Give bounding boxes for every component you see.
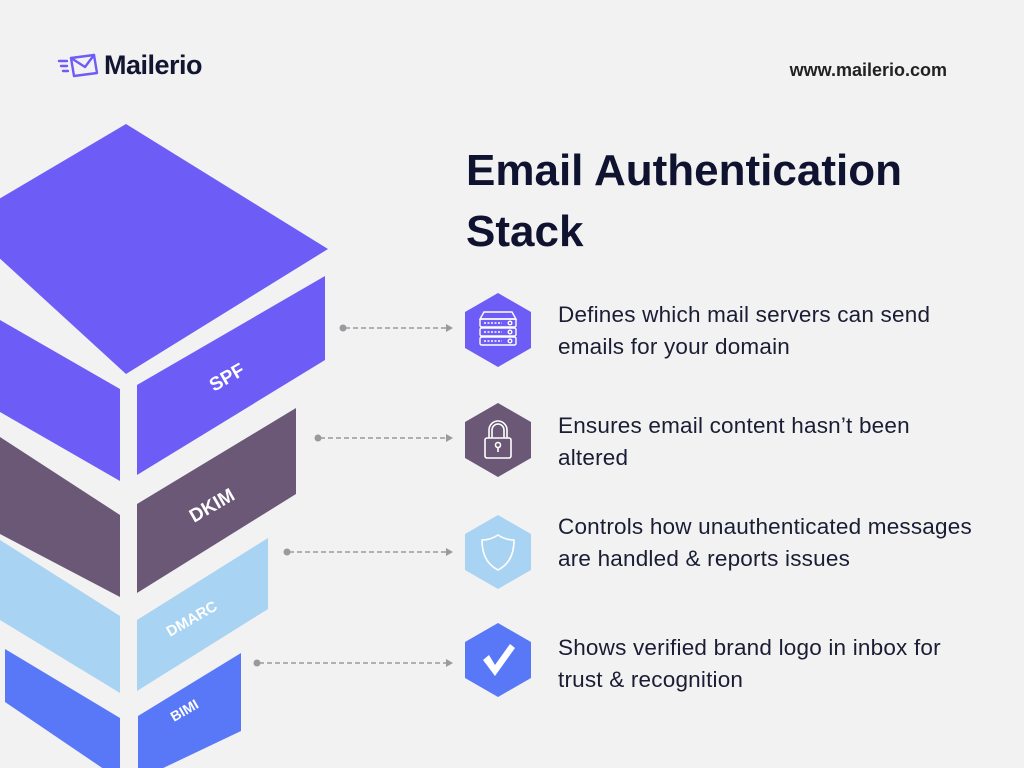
website-url[interactable]: www.mailerio.com xyxy=(789,60,947,80)
dmarc-description: Controls how unauthenticated messages ar… xyxy=(558,514,972,571)
layer-dkim: DKIM xyxy=(0,408,296,597)
server-icon xyxy=(465,293,531,367)
page-title: Email Authentication Stack xyxy=(466,146,902,256)
layer-dmarc: DMARC xyxy=(0,538,268,693)
layer-bimi: BIMI xyxy=(5,649,241,768)
lock-icon xyxy=(465,403,531,477)
dkim-description: Ensures email content hasn’t been altere… xyxy=(558,413,910,470)
stack-top-face xyxy=(0,124,328,374)
envelope-icon xyxy=(57,53,99,77)
checkmark-icon xyxy=(465,623,531,697)
bimi-description: Shows verified brand logo in inbox for t… xyxy=(558,635,941,692)
brand-logo: Mailerio xyxy=(56,50,203,81)
brand-name: Mailerio xyxy=(104,50,203,80)
layer-spf: SPF xyxy=(0,276,325,481)
spf-description: Defines which mail servers can send emai… xyxy=(558,302,931,359)
shield-icon xyxy=(465,515,531,589)
